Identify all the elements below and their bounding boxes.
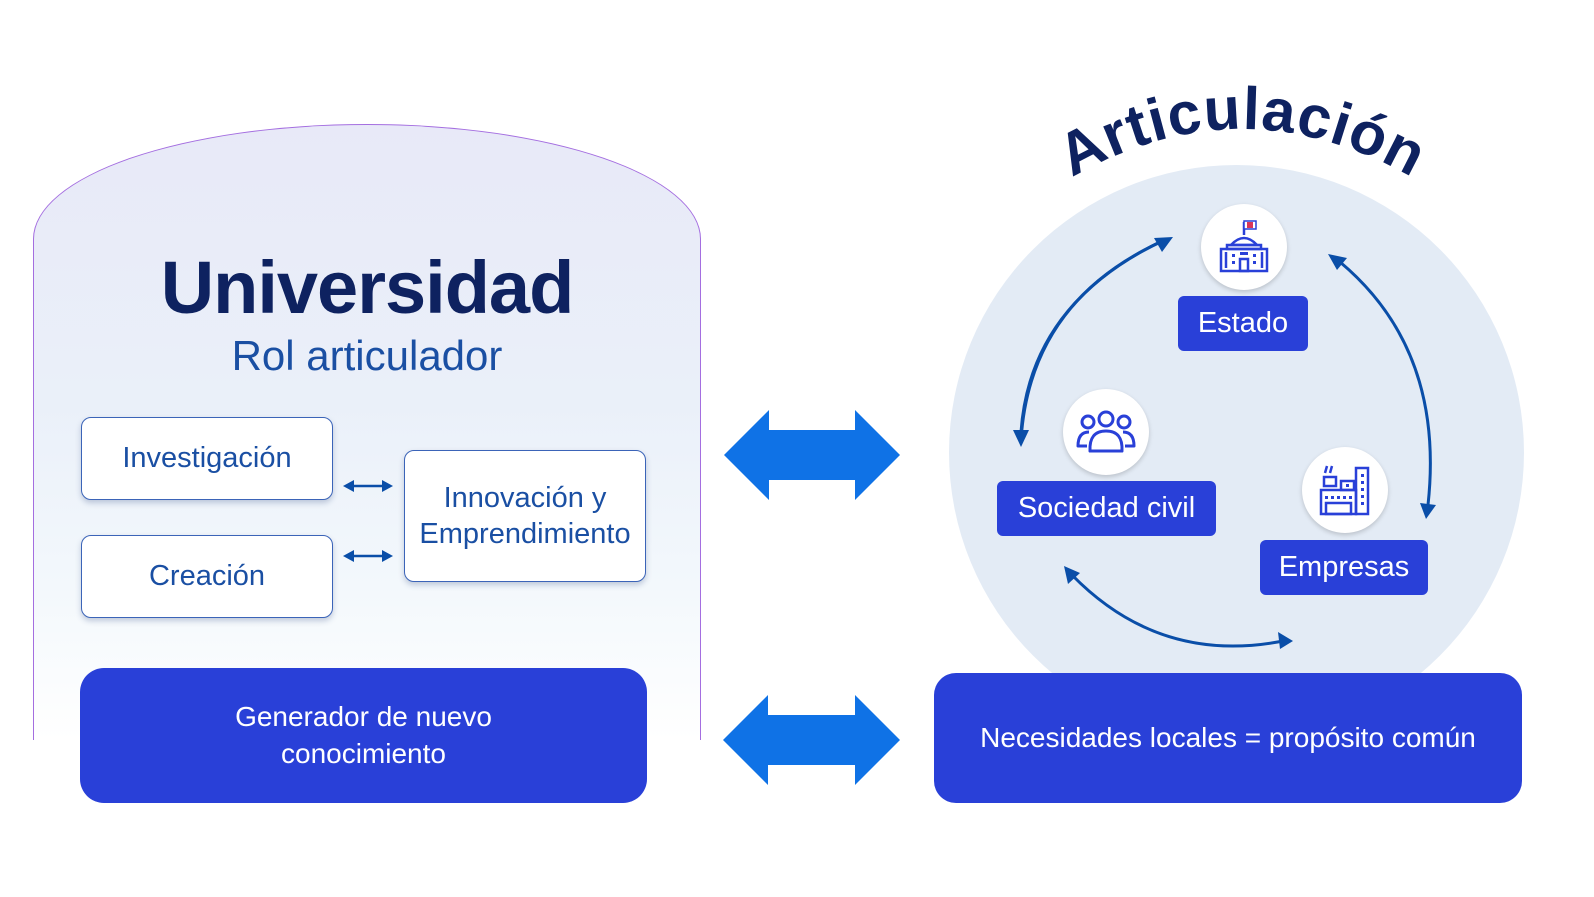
arrow-head: [1420, 503, 1436, 519]
investigacion-label: Investigación: [122, 442, 292, 475]
sociedad-civil-label: Sociedad civil: [997, 481, 1216, 536]
innovacion-label-line1: Innovación y: [443, 481, 607, 514]
sociedad-icon-circle: [1063, 389, 1149, 475]
arrow-head: [1064, 566, 1080, 584]
necesidades-box: Necesidades locales = propósito común: [934, 673, 1522, 803]
generador-line1: Generador de nuevo: [235, 701, 492, 733]
generador-line2: conocimiento: [281, 737, 446, 769]
generador-box: Generador de nuevo conocimiento: [80, 668, 647, 803]
universidad-subtitle: Rol articulador: [231, 332, 503, 379]
arrow-head: [1013, 430, 1029, 447]
government-building-icon: [1219, 220, 1269, 273]
small-double-arrow-icon: [343, 480, 393, 492]
arrow-head: [1154, 237, 1173, 252]
innovacion-label-line2: Emprendimiento: [419, 518, 631, 550]
arrow-head: [1328, 254, 1347, 270]
estado-icon-circle: [1201, 204, 1287, 290]
empresas-label: Empresas: [1260, 540, 1428, 595]
estado-label: Estado: [1178, 296, 1308, 351]
universidad-title: Universidad: [160, 246, 575, 329]
innovacion-box: Innovación y Emprendimiento: [404, 450, 646, 582]
small-double-arrow-icon: [343, 550, 393, 562]
big-double-arrow-top-icon: [724, 410, 900, 500]
factory-icon: [1319, 465, 1370, 516]
big-double-arrow-bottom-icon: [723, 695, 900, 785]
creacion-label: Creación: [148, 560, 266, 593]
empresas-icon-circle: [1302, 447, 1388, 533]
arrow-head: [1278, 632, 1293, 649]
investigacion-box: Investigación: [81, 417, 333, 500]
necesidades-label: Necesidades locales = propósito común: [980, 721, 1476, 753]
creacion-box: Creación: [81, 535, 333, 618]
articulacion-title: Articulación: [1047, 75, 1437, 190]
people-group-icon: [1076, 410, 1136, 453]
